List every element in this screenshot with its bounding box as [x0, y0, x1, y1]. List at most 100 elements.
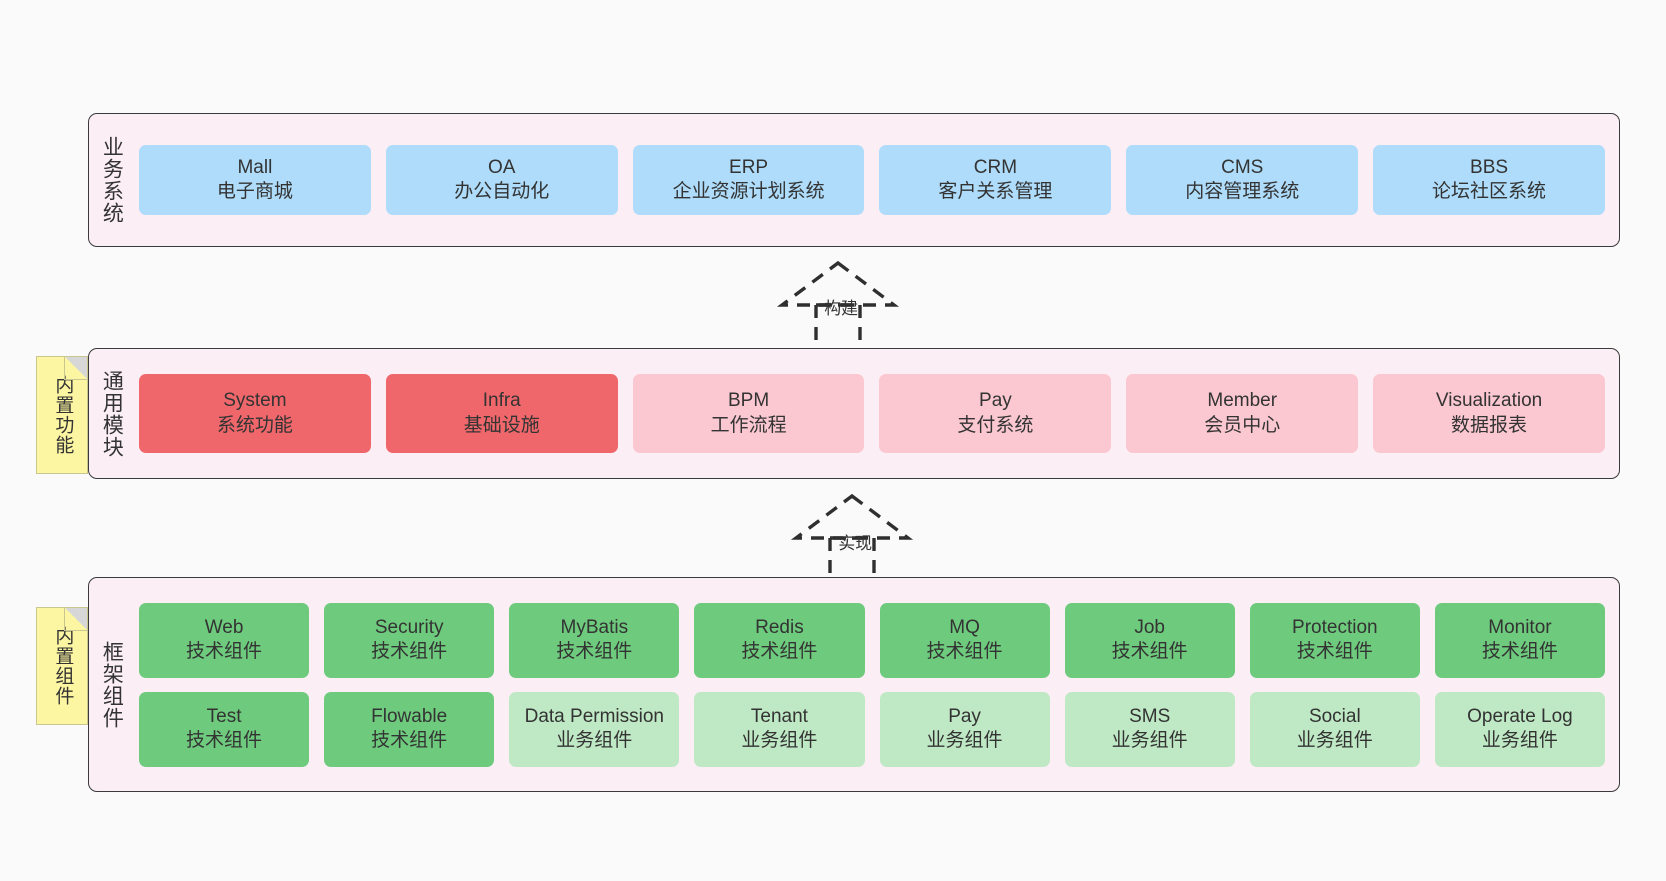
card-tenant-cn: 业务组件 [741, 730, 818, 751]
card-erp-cn: 企业资源计划系统 [672, 181, 825, 202]
layer-framework-component: 框架组件 Web 技术组件 Security 技术组件 MyBatis 技术组件… [88, 577, 1620, 792]
card-flowable-en: Flowable [371, 705, 448, 727]
note-builtin-function: 内置功能 [36, 356, 88, 474]
card-mq-cn: 技术组件 [926, 641, 1003, 662]
card-data-permission-en: Data Permission [524, 705, 664, 727]
card-data-permission-cn: 业务组件 [556, 730, 633, 751]
common-card-row: System 系统功能 Infra 基础设施 BPM 工作流程 Pay 支付系统… [139, 374, 1605, 453]
card-flowable[interactable]: Flowable 技术组件 [324, 691, 495, 767]
card-data-permission[interactable]: Data Permission 业务组件 [509, 691, 680, 767]
layer-common-module-title: 通用模块 [100, 369, 124, 458]
card-bbs-en: BBS [1470, 156, 1509, 178]
connector-build-label: 构建 [824, 299, 859, 318]
card-job[interactable]: Job 技术组件 [1064, 602, 1235, 678]
card-crm-cn: 客户关系管理 [938, 181, 1053, 202]
business-card-grid: Mall 电子商城 OA 办公自动化 ERP 企业资源计划系统 CRM 客户关系… [133, 145, 1619, 215]
card-pay-module-cn: 支付系统 [957, 414, 1034, 436]
card-web[interactable]: Web 技术组件 [139, 602, 310, 678]
layer-framework-component-title: 框架组件 [100, 640, 124, 729]
card-pay-module[interactable]: Pay 支付系统 [879, 374, 1112, 453]
card-oa-en: OA [488, 156, 516, 178]
card-cms[interactable]: CMS 内容管理系统 [1126, 145, 1359, 215]
card-visualization-en: Visualization [1435, 390, 1543, 412]
card-social-en: Social [1308, 705, 1361, 727]
card-member[interactable]: Member 会员中心 [1126, 374, 1359, 453]
card-test-cn: 技术组件 [186, 730, 263, 751]
card-security-cn: 技术组件 [371, 641, 448, 662]
card-crm[interactable]: CRM 客户关系管理 [879, 145, 1112, 215]
card-pay-component-en: Pay [948, 705, 981, 727]
card-oa-cn: 办公自动化 [454, 181, 550, 202]
card-sms-en: SMS [1129, 705, 1171, 727]
card-test[interactable]: Test 技术组件 [139, 691, 310, 767]
layer-business-system-title: 业务系统 [100, 136, 124, 224]
card-monitor-en: Monitor [1488, 616, 1552, 638]
card-redis-cn: 技术组件 [741, 641, 818, 662]
layer-common-module: 通用模块 System 系统功能 Infra 基础设施 BPM 工作流程 Pay… [88, 348, 1620, 479]
connector-build-glyph [776, 260, 900, 349]
card-job-en: Job [1134, 616, 1165, 638]
note-builtin-function-label: 内置功能 [52, 375, 74, 455]
card-protection-en: Protection [1292, 616, 1378, 638]
card-test-en: Test [206, 705, 242, 727]
card-security[interactable]: Security 技术组件 [324, 602, 495, 678]
card-bpm[interactable]: BPM 工作流程 [632, 374, 865, 453]
framework-card-grid: Web 技术组件 Security 技术组件 MyBatis 技术组件 Redi… [133, 602, 1619, 767]
card-bbs-cn: 论坛社区系统 [1432, 181, 1547, 202]
card-erp-en: ERP [729, 156, 769, 178]
note-builtin-component-label: 内置组件 [52, 626, 74, 706]
card-mall-en: Mall [237, 156, 273, 178]
card-operate-log-cn: 业务组件 [1481, 730, 1558, 751]
card-social-cn: 业务组件 [1296, 730, 1373, 751]
card-mall[interactable]: Mall 电子商城 [139, 145, 371, 215]
card-social[interactable]: Social 业务组件 [1249, 691, 1420, 767]
connector-implement-glyph [790, 493, 914, 582]
card-sms-cn: 业务组件 [1111, 730, 1188, 751]
card-job-cn: 技术组件 [1111, 641, 1188, 662]
card-bpm-cn: 工作流程 [710, 414, 787, 436]
card-pay-component-cn: 业务组件 [926, 730, 1003, 751]
card-infra[interactable]: Infra 基础设施 [385, 374, 618, 453]
card-bbs[interactable]: BBS 论坛社区系统 [1373, 145, 1605, 215]
card-visualization[interactable]: Visualization 数据报表 [1373, 374, 1605, 453]
card-mybatis-cn: 技术组件 [556, 641, 633, 662]
card-redis[interactable]: Redis 技术组件 [694, 602, 865, 678]
note-builtin-component: 内置组件 [36, 607, 88, 725]
card-tenant-en: Tenant [750, 705, 808, 727]
layer-business-system: 业务系统 Mall 电子商城 OA 办公自动化 ERP 企业资源计划系统 CRM… [88, 113, 1620, 247]
card-monitor[interactable]: Monitor 技术组件 [1434, 602, 1605, 678]
card-mall-cn: 电子商城 [216, 181, 293, 202]
card-sms[interactable]: SMS 业务组件 [1064, 691, 1235, 767]
card-flowable-cn: 技术组件 [371, 730, 448, 751]
card-cms-cn: 内容管理系统 [1185, 181, 1300, 202]
card-visualization-cn: 数据报表 [1451, 414, 1528, 436]
framework-card-row-2: Test 技术组件 Flowable 技术组件 Data Permission … [139, 691, 1605, 767]
card-operate-log-en: Operate Log [1467, 705, 1573, 727]
card-system[interactable]: System 系统功能 [139, 374, 371, 453]
card-protection[interactable]: Protection 技术组件 [1249, 602, 1420, 678]
card-monitor-cn: 技术组件 [1481, 641, 1558, 662]
card-security-en: Security [374, 616, 444, 638]
business-card-row: Mall 电子商城 OA 办公自动化 ERP 企业资源计划系统 CRM 客户关系… [139, 145, 1605, 215]
card-erp[interactable]: ERP 企业资源计划系统 [632, 145, 865, 215]
connector-implement-label: 实现 [838, 534, 873, 553]
card-operate-log[interactable]: Operate Log 业务组件 [1434, 691, 1605, 767]
card-member-cn: 会员中心 [1204, 414, 1281, 436]
connector-build: 构建 [758, 257, 918, 349]
card-protection-cn: 技术组件 [1296, 641, 1373, 662]
card-crm-en: CRM [973, 156, 1018, 178]
card-oa[interactable]: OA 办公自动化 [385, 145, 618, 215]
card-pay-module-en: Pay [979, 390, 1012, 412]
card-tenant[interactable]: Tenant 业务组件 [694, 691, 865, 767]
card-redis-en: Redis [755, 616, 804, 638]
framework-card-row-1: Web 技术组件 Security 技术组件 MyBatis 技术组件 Redi… [139, 602, 1605, 678]
card-pay-component[interactable]: Pay 业务组件 [879, 691, 1050, 767]
card-mq[interactable]: MQ 技术组件 [879, 602, 1050, 678]
connector-implement: 实现 [772, 490, 932, 582]
card-infra-en: Infra [482, 390, 521, 412]
card-mybatis-en: MyBatis [560, 616, 629, 638]
card-bpm-en: BPM [727, 390, 770, 412]
card-mybatis[interactable]: MyBatis 技术组件 [509, 602, 680, 678]
common-card-grid: System 系统功能 Infra 基础设施 BPM 工作流程 Pay 支付系统… [133, 374, 1619, 453]
